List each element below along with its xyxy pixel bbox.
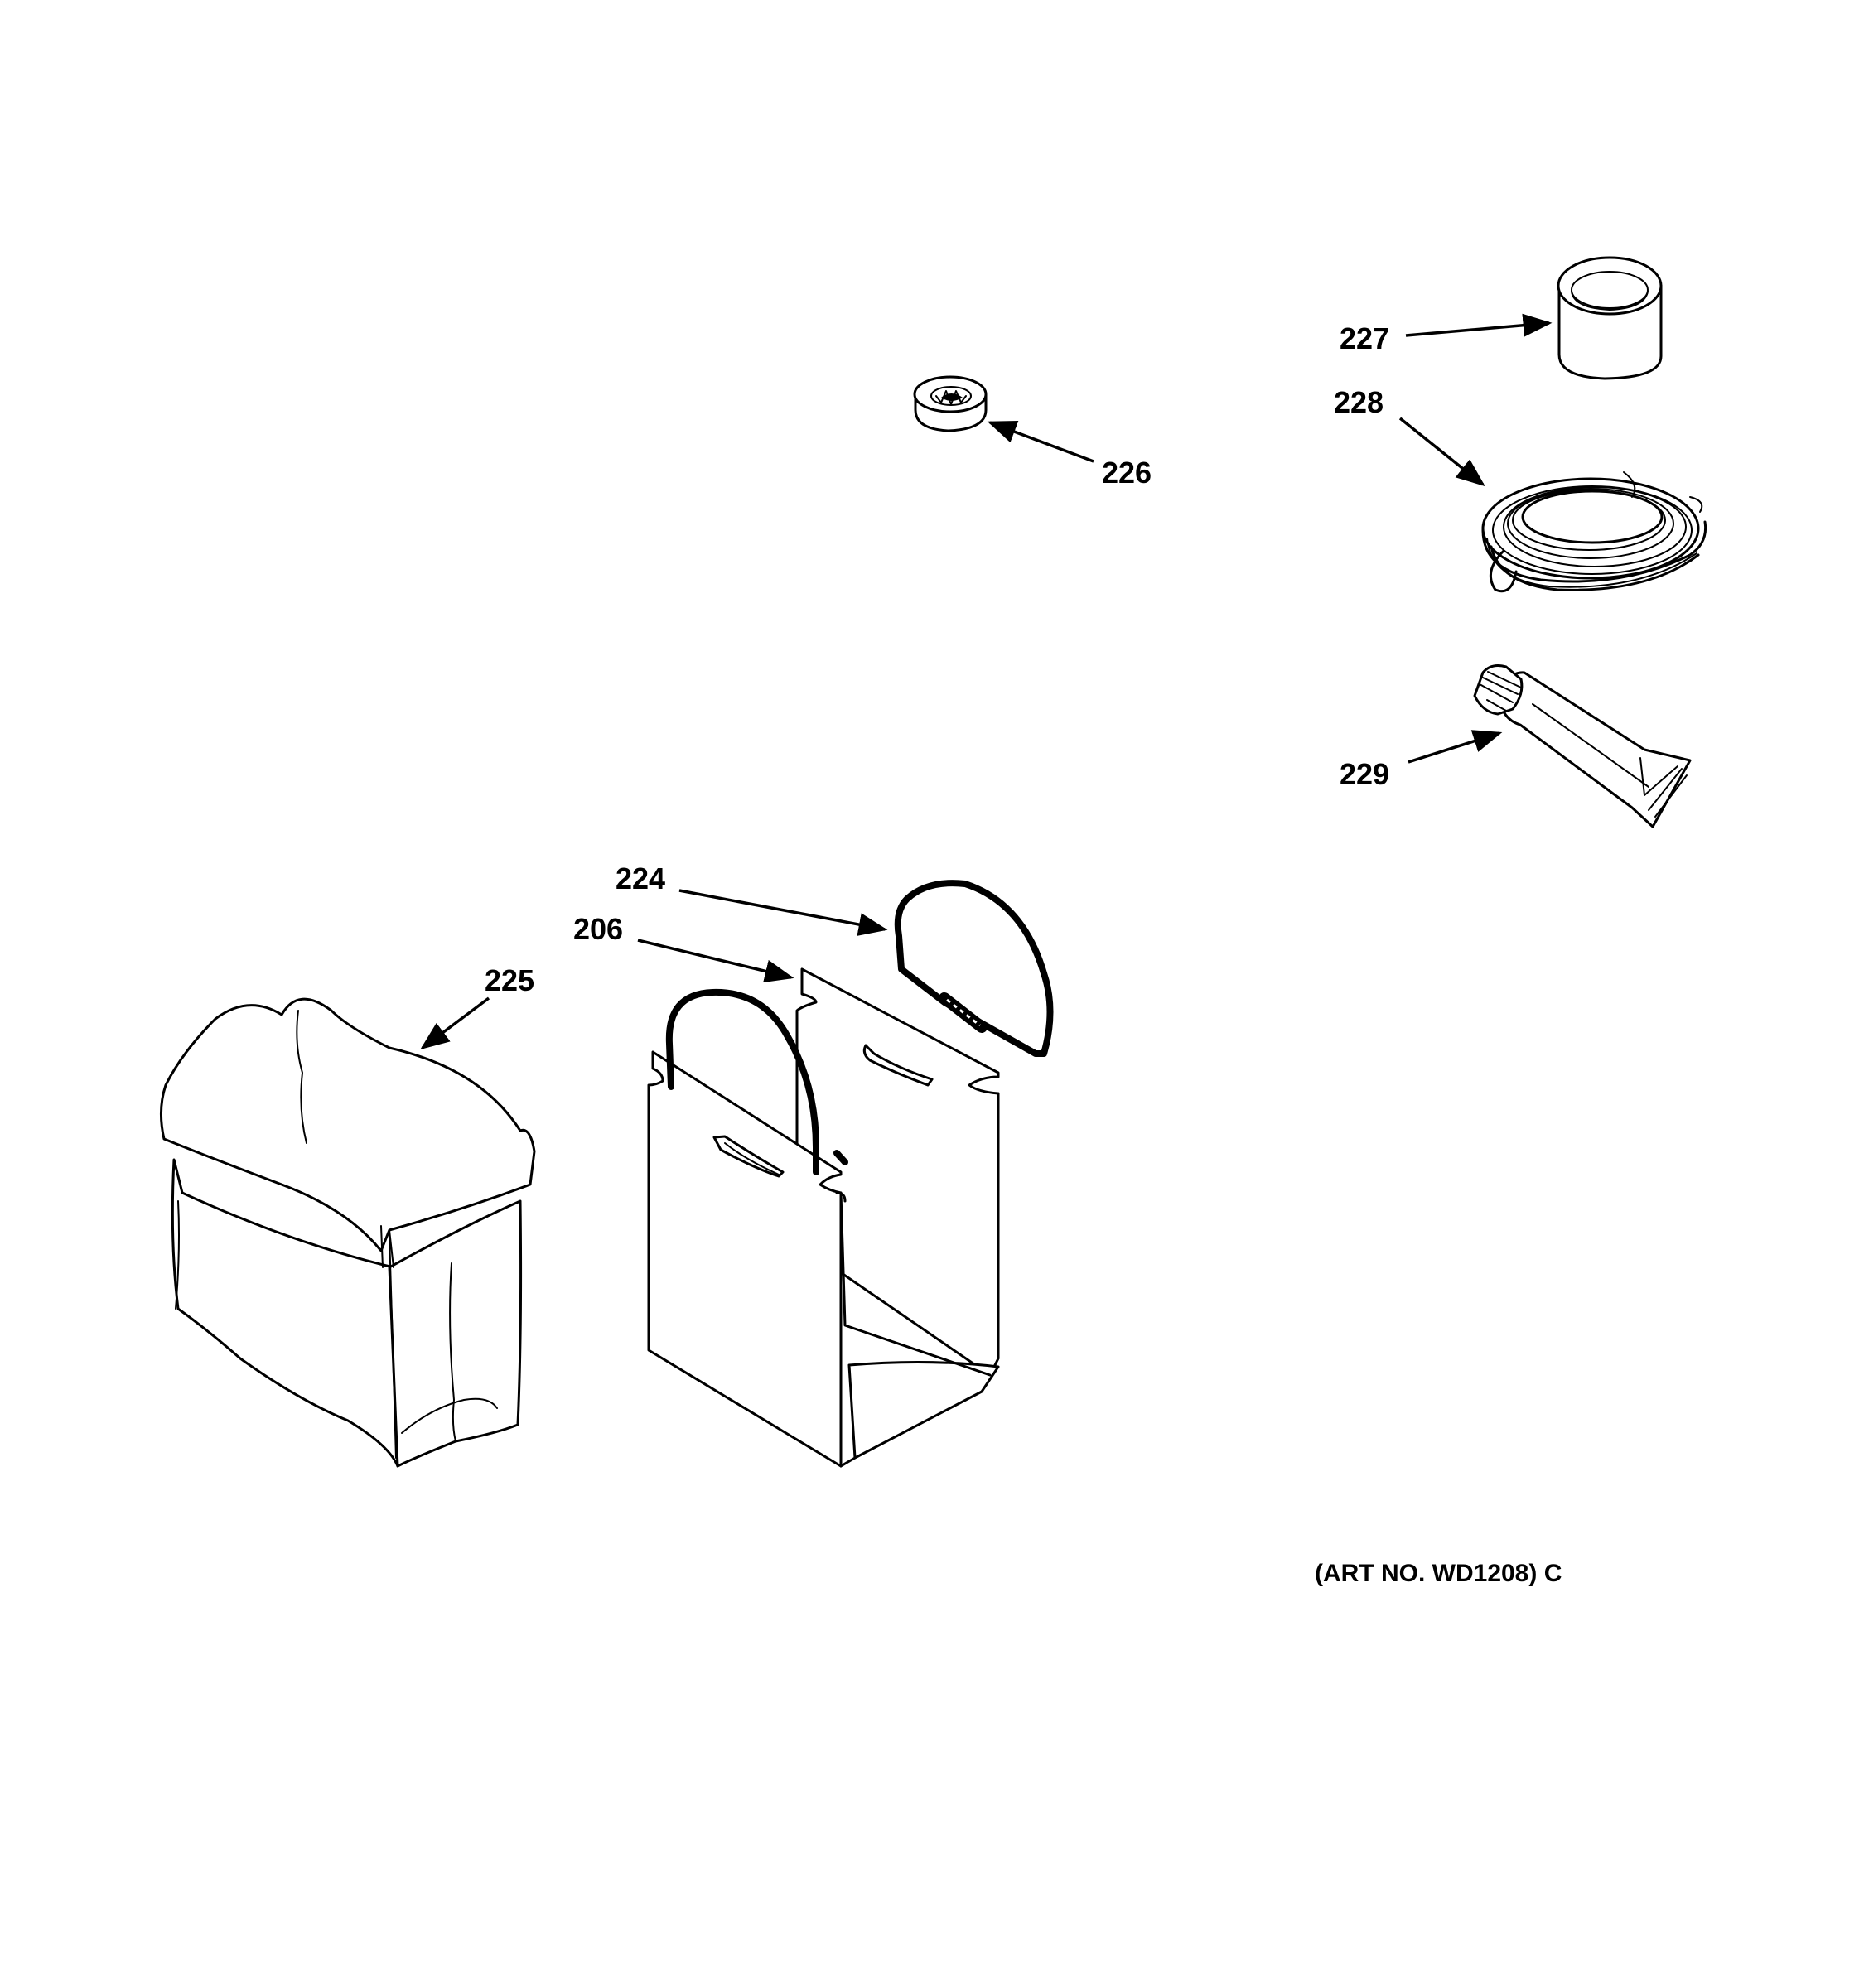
part-229-tube (1473, 664, 1692, 828)
callout-226: 226 (1102, 456, 1152, 490)
art-number: (ART NO. WD1208) C (1315, 1560, 1562, 1587)
part-224-wire-handle (665, 880, 1054, 1175)
callout-229: 229 (1340, 757, 1389, 791)
part-228-coiled-cord (1481, 471, 1707, 593)
part-225-bag (159, 997, 536, 1468)
part-226-grommet (913, 375, 988, 432)
part-206-holder (647, 967, 1000, 1468)
callout-206: 206 (573, 912, 623, 946)
callout-225: 225 (485, 963, 534, 997)
callout-227: 227 (1340, 321, 1389, 355)
callout-228: 228 (1334, 385, 1384, 419)
leader-lines (420, 313, 1553, 1050)
part-227-cylinder (1557, 256, 1663, 380)
callout-224: 224 (616, 861, 665, 895)
